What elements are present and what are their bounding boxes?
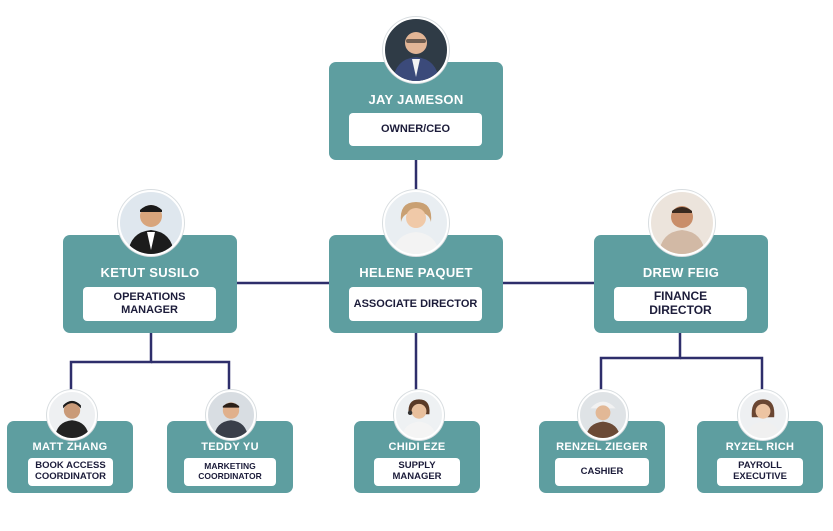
person-photo-icon bbox=[118, 190, 184, 256]
person-photo-icon bbox=[383, 17, 449, 83]
person-photo-icon bbox=[47, 390, 97, 440]
person-photo-icon bbox=[738, 390, 788, 440]
connector-ops-teddy bbox=[151, 360, 231, 392]
node-role: MARKETING COORDINATOR bbox=[184, 458, 276, 486]
connector-finance-ryzel bbox=[680, 356, 764, 392]
node-name: KETUT SUSILO bbox=[100, 265, 200, 280]
node-card-ceo: JAY JAMESON OWNER/CEO bbox=[329, 62, 503, 160]
node-role: CASHIER bbox=[555, 458, 649, 486]
node-role: ASSOCIATE DIRECTOR bbox=[349, 287, 482, 321]
node-name: HELENE PAQUET bbox=[359, 265, 473, 280]
person-photo-icon bbox=[206, 390, 256, 440]
node-name: TEDDY YU bbox=[201, 441, 259, 453]
node-name: RENZEL ZIEGER bbox=[556, 441, 648, 453]
node-name: RYZEL RICH bbox=[725, 441, 795, 453]
node-role: FINANCE DIRECTOR bbox=[614, 287, 747, 321]
node-card-finance: DREW FEIG FINANCE DIRECTOR bbox=[594, 235, 768, 333]
node-role: PAYROLL EXECUTIVE bbox=[717, 458, 803, 486]
person-photo-icon bbox=[578, 390, 628, 440]
node-name: MATT ZHANG bbox=[32, 441, 108, 453]
node-role: OWNER/CEO bbox=[349, 113, 482, 146]
connector-finance-renzel bbox=[599, 333, 682, 392]
node-role: BOOK ACCESS COORDINATOR bbox=[28, 458, 113, 486]
person-photo-icon bbox=[394, 390, 444, 440]
connector-ops-matt bbox=[69, 333, 153, 392]
node-name: JAY JAMESON bbox=[368, 92, 464, 107]
node-role: OPERATIONS MANAGER bbox=[83, 287, 216, 321]
person-photo-icon bbox=[649, 190, 715, 256]
person-photo-icon bbox=[383, 190, 449, 256]
node-name: CHIDI EZE bbox=[388, 441, 446, 453]
node-role: SUPPLY MANAGER bbox=[374, 458, 460, 486]
node-card-renzel: RENZEL ZIEGER CASHIER bbox=[539, 421, 665, 493]
node-name: DREW FEIG bbox=[642, 265, 720, 280]
